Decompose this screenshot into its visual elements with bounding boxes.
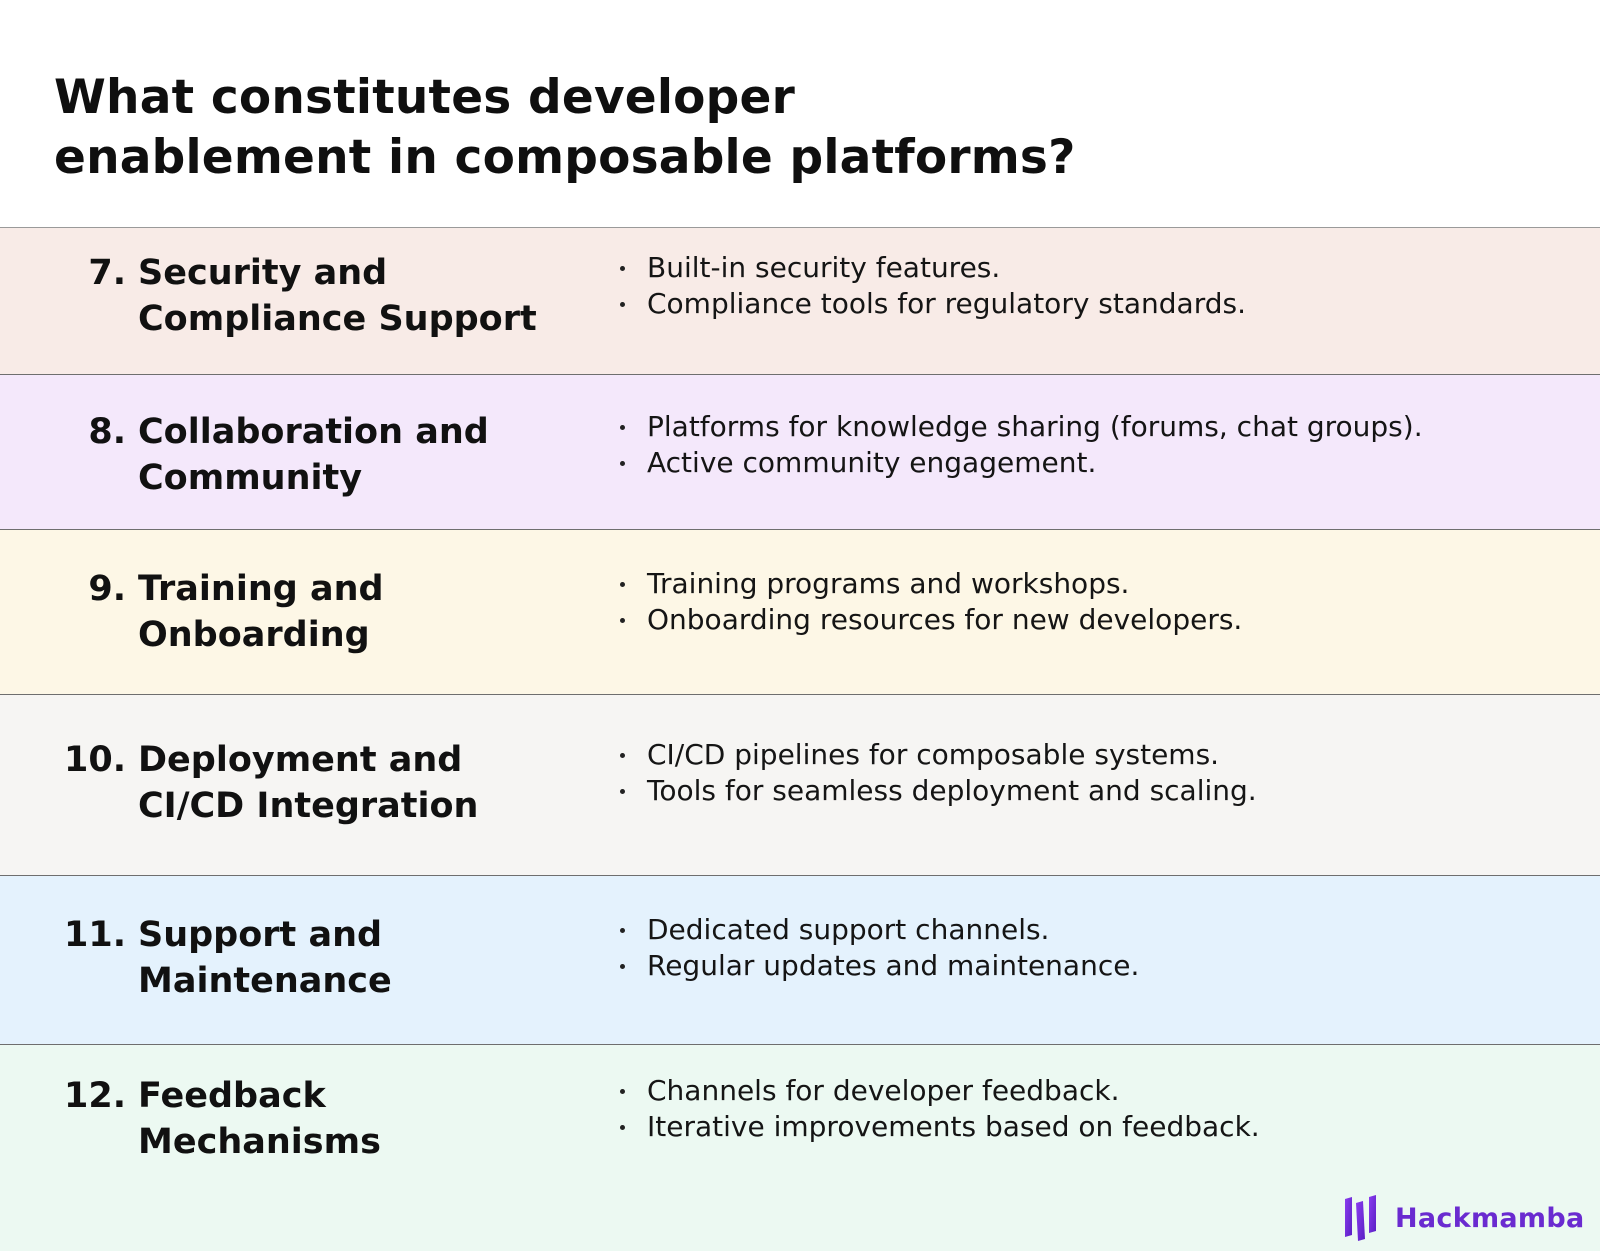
row-heading: Security and Compliance Support — [138, 250, 608, 342]
list-item: Training programs and workshops. — [616, 566, 1576, 602]
list-item: CI/CD pipelines for composable systems. — [616, 737, 1576, 773]
row-heading-line-1: Training and — [138, 569, 384, 609]
row-heading-line-1: Deployment and — [138, 740, 463, 780]
table-row: 10. Deployment and CI/CD Integration CI/… — [0, 694, 1600, 875]
bullet-dot-icon — [620, 461, 625, 466]
bullet-list: Platforms for knowledge sharing (forums,… — [616, 409, 1576, 481]
hackmamba-logo-icon — [1345, 1195, 1376, 1241]
row-number: 10. — [63, 740, 126, 780]
enablement-table: 7. Security and Compliance Support Built… — [0, 227, 1600, 1251]
list-item: Platforms for knowledge sharing (forums,… — [616, 409, 1576, 445]
row-heading-line-1: Support and — [138, 915, 383, 955]
row-heading-line-2: Onboarding — [138, 615, 370, 655]
table-row: 7. Security and Compliance Support Built… — [0, 227, 1600, 374]
row-number: 12. — [63, 1076, 126, 1116]
page-title: What constitutes developer enablement in… — [54, 68, 1254, 188]
bullet-dot-icon — [620, 789, 625, 794]
bullet-dot-icon — [620, 928, 625, 933]
bullet-text: Iterative improvements based on feedback… — [647, 1110, 1260, 1143]
table-row: 12. Feedback Mechanisms Channels for dev… — [0, 1044, 1600, 1251]
table-row: 11. Support and Maintenance Dedicated su… — [0, 875, 1600, 1044]
list-item: Iterative improvements based on feedback… — [616, 1109, 1576, 1145]
title-line-2: enablement in composable platforms? — [54, 130, 1076, 185]
bullet-list: Training programs and workshops. Onboard… — [616, 566, 1576, 638]
row-number: 11. — [63, 915, 126, 955]
bullet-dot-icon — [620, 302, 625, 307]
row-heading: Feedback Mechanisms — [138, 1073, 608, 1165]
bullet-dot-icon — [620, 618, 625, 623]
list-item: Onboarding resources for new developers. — [616, 602, 1576, 638]
bullet-text: Dedicated support channels. — [647, 913, 1050, 946]
list-item: Built-in security features. — [616, 250, 1576, 286]
list-item: Active community engagement. — [616, 445, 1576, 481]
bullet-list: Built-in security features. Compliance t… — [616, 250, 1576, 322]
bullet-dot-icon — [620, 1089, 625, 1094]
bullet-text: Onboarding resources for new developers. — [647, 603, 1243, 636]
list-item: Regular updates and maintenance. — [616, 948, 1576, 984]
row-heading-line-1: Collaboration and — [138, 412, 489, 452]
hackmamba-logo: Hackmamba — [1343, 1193, 1585, 1243]
bullet-dot-icon — [620, 266, 625, 271]
table-row: 8. Collaboration and Community Platforms… — [0, 374, 1600, 529]
list-item: Tools for seamless deployment and scalin… — [616, 773, 1576, 809]
bullet-text: Regular updates and maintenance. — [647, 949, 1140, 982]
bullet-dot-icon — [620, 753, 625, 758]
row-number: 9. — [88, 569, 126, 609]
bullet-dot-icon — [620, 1125, 625, 1130]
bullet-list: Dedicated support channels. Regular upda… — [616, 912, 1576, 984]
row-heading-line-2: Mechanisms — [138, 1122, 381, 1162]
list-item: Dedicated support channels. — [616, 912, 1576, 948]
bullet-text: Compliance tools for regulatory standard… — [647, 287, 1246, 320]
row-heading: Support and Maintenance — [138, 912, 608, 1004]
bullet-text: Platforms for knowledge sharing (forums,… — [647, 410, 1423, 443]
row-heading-line-2: Compliance Support — [138, 299, 537, 339]
bullet-text: Tools for seamless deployment and scalin… — [647, 774, 1257, 807]
bullet-dot-icon — [620, 425, 625, 430]
bullet-dot-icon — [620, 582, 625, 587]
bullet-text: Channels for developer feedback. — [647, 1074, 1120, 1107]
bullet-dot-icon — [620, 964, 625, 969]
row-number: 7. — [88, 253, 126, 293]
row-heading: Training and Onboarding — [138, 566, 608, 658]
bullet-text: Active community engagement. — [647, 446, 1097, 479]
title-line-1: What constitutes developer — [54, 70, 795, 125]
row-heading-line-1: Feedback — [138, 1076, 326, 1116]
bullet-text: CI/CD pipelines for composable systems. — [647, 738, 1220, 771]
bullet-list: CI/CD pipelines for composable systems. … — [616, 737, 1576, 809]
list-item: Compliance tools for regulatory standard… — [616, 286, 1576, 322]
row-heading: Collaboration and Community — [138, 409, 608, 501]
bullet-text: Built-in security features. — [647, 251, 1001, 284]
row-heading-line-1: Security and — [138, 253, 388, 293]
row-heading-line-2: Community — [138, 458, 363, 498]
logo-text: Hackmamba — [1395, 1202, 1585, 1234]
table-row: 9. Training and Onboarding Training prog… — [0, 529, 1600, 694]
list-item: Channels for developer feedback. — [616, 1073, 1576, 1109]
bullet-text: Training programs and workshops. — [647, 567, 1130, 600]
row-heading-line-2: CI/CD Integration — [138, 786, 479, 826]
row-heading-line-2: Maintenance — [138, 961, 392, 1001]
bullet-list: Channels for developer feedback. Iterati… — [616, 1073, 1576, 1145]
row-heading: Deployment and CI/CD Integration — [138, 737, 608, 829]
row-number: 8. — [88, 412, 126, 452]
